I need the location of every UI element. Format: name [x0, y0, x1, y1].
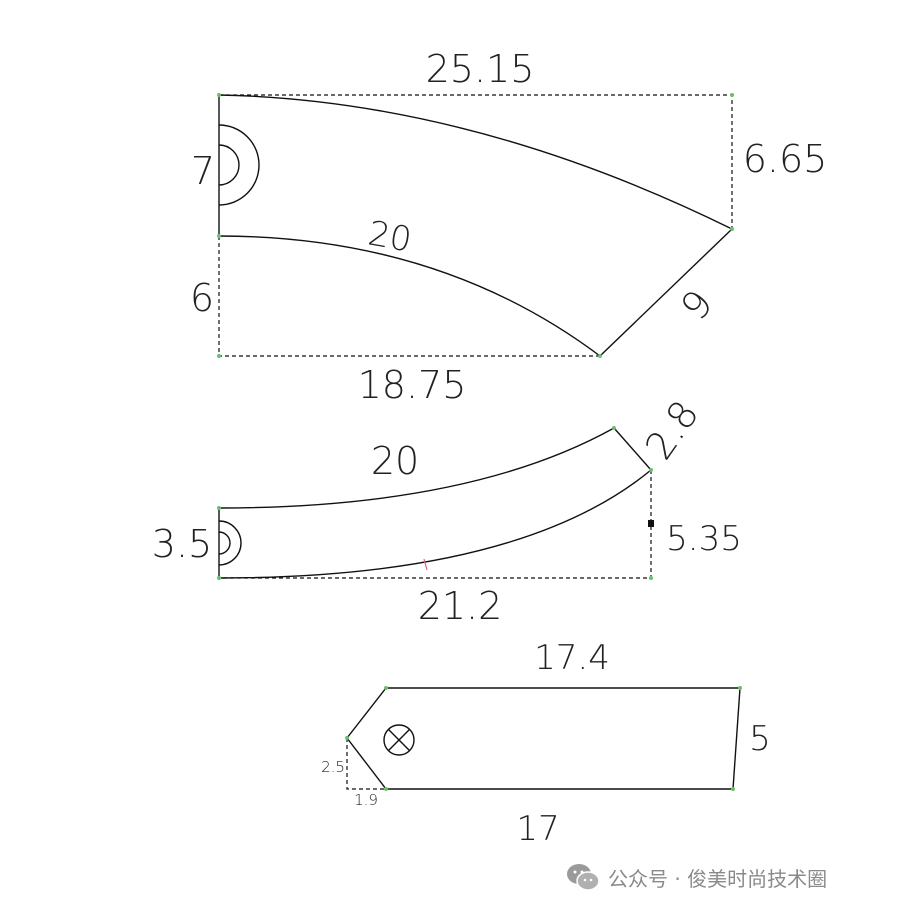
piece1-inner-curve-label: 20 [365, 214, 415, 261]
piece3-top-length-label: 17.4 [534, 638, 610, 678]
piece3-right-height-label: 5 [749, 719, 771, 759]
piece1-right-drop-label: 6.65 [743, 137, 828, 181]
piece2-inner-notch [218, 531, 231, 555]
piece2-top-curve-label: 20 [371, 439, 419, 483]
piece2-outer-notch [218, 520, 242, 566]
piece3-outline [346, 687, 741, 790]
piece3-point-depth-label: 1.9 [354, 791, 378, 809]
piece1-slot-height-label: 7 [191, 149, 215, 193]
piece2-right-height-label: 5.35 [666, 519, 742, 559]
piece1-top-width-label: 25.15 [426, 47, 535, 91]
piece3-point-height-label: 2.5 [321, 758, 345, 776]
piece2-bottom-width-label: 21.2 [418, 584, 503, 628]
piece2-end-edge-label: 2.8 [637, 393, 708, 468]
watermark: 公众号 · 俊美时尚技术圈 [566, 862, 827, 892]
buttonhole-cross-icon [383, 724, 415, 756]
piece1-slant-edge-label: 9 [672, 282, 721, 329]
piece1-lower-height-label: 6 [190, 276, 214, 320]
wechat-icon [567, 864, 600, 891]
piece-3: 17.4 5 17 2.5 1.9 [321, 638, 771, 849]
piece1-bounding-bottom-left [218, 236, 600, 357]
piece3-point-dimension [346, 738, 386, 790]
piece1-top-curve [218, 94, 733, 230]
piece2-end-edge [613, 427, 652, 471]
piece2-notch-mark [423, 558, 428, 571]
piece2-top-curve [218, 427, 615, 509]
piece1-bottom-curve [218, 235, 601, 357]
piece2-bottom-curve [218, 469, 652, 579]
piece-2: 20 2.8 3.5 5.35 21.2 [152, 393, 742, 628]
piece2-marker [648, 520, 654, 527]
piece2-bounding [219, 470, 652, 579]
piece1-inner-notch [218, 144, 240, 186]
piece1-outer-notch [218, 124, 260, 206]
piece-1: 25.15 7 6.65 20 6 9 18.75 [190, 47, 827, 407]
piece1-bottom-width-label: 18.75 [358, 363, 467, 407]
piece3-bottom-length-label: 17 [516, 809, 559, 849]
piece2-left-height-label: 3.5 [152, 522, 212, 566]
piece1-slant-edge [599, 228, 733, 357]
watermark-text: 公众号 · 俊美时尚技术圈 [608, 866, 828, 891]
piece1-bounding-top-right [219, 94, 733, 229]
